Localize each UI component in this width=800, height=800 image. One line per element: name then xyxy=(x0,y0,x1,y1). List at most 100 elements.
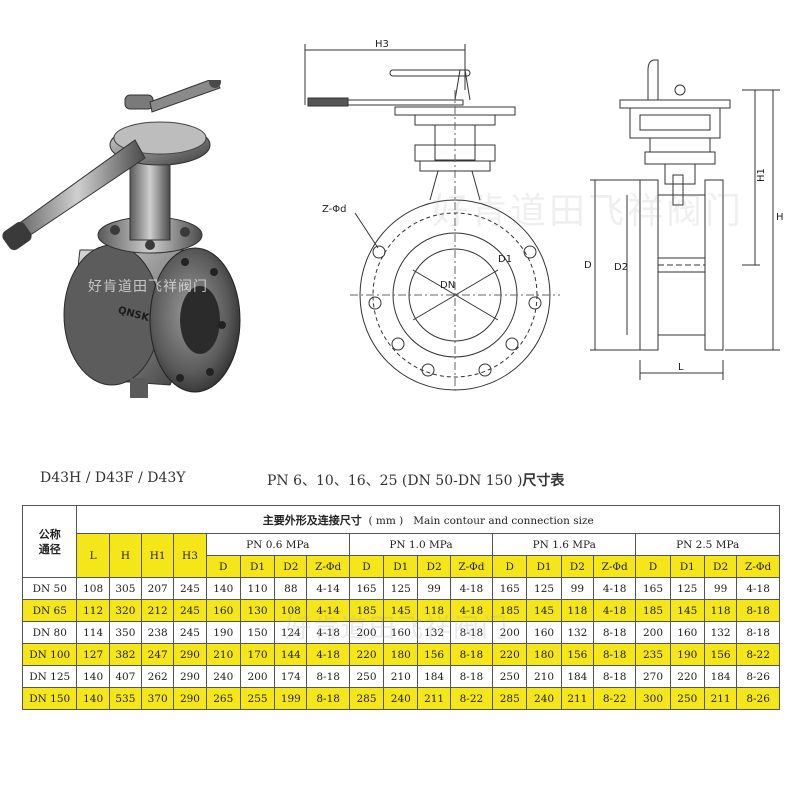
table-cell: 290 xyxy=(173,665,207,688)
valve-photo: QNSK xyxy=(2,80,241,398)
table-cell: 112 xyxy=(76,599,110,622)
table-cell: 200 xyxy=(635,621,671,644)
table-cell: 210 xyxy=(383,665,419,688)
table-cell: 174 xyxy=(274,665,308,688)
sub-header-2-2: D1 xyxy=(383,555,419,578)
table-cell: 320 xyxy=(108,599,143,622)
table-cell: 99 xyxy=(417,577,451,600)
label-h3: H3 xyxy=(375,39,389,50)
table-cell: 270 xyxy=(635,665,671,688)
table-cell: 124 xyxy=(274,621,308,644)
table-cell: 8-18 xyxy=(449,643,494,666)
table-cell: 4-14 xyxy=(306,577,350,600)
table-cell: 165 xyxy=(492,577,528,600)
table-cell: 8-18 xyxy=(736,621,780,644)
row-dn: DN 100 xyxy=(21,643,78,666)
table-cell: 125 xyxy=(526,577,562,600)
sub-header-2-4: Z-Φd xyxy=(449,555,494,578)
table-cell: 262 xyxy=(141,665,175,688)
table-cell: 4-18 xyxy=(449,599,494,622)
sub-header-1-3: D2 xyxy=(274,555,308,578)
table-cell: 170 xyxy=(239,643,276,666)
table-cell: 220 xyxy=(492,643,528,666)
table-cell: 145 xyxy=(383,599,419,622)
table-cell: 99 xyxy=(703,577,738,600)
label-h: H xyxy=(776,212,784,223)
table-cell: 8-18 xyxy=(449,665,494,688)
table-cell: 140 xyxy=(76,665,110,688)
table-cell: 250 xyxy=(348,665,385,688)
table-cell: 200 xyxy=(348,621,385,644)
table-cell: 240 xyxy=(526,687,562,710)
table-cell: 8-18 xyxy=(592,665,637,688)
group-pn10: PN 1.0 MPa xyxy=(348,533,494,556)
table-cell: 207 xyxy=(141,577,175,600)
table-cell: 144 xyxy=(274,643,308,666)
table-cell: 125 xyxy=(383,577,419,600)
label-l: L xyxy=(678,362,684,373)
header-h1: H1 xyxy=(141,533,175,578)
group-pn16: PN 1.6 MPa xyxy=(492,533,637,556)
table-cell: 180 xyxy=(526,643,562,666)
technical-drawing: H3 DN D1 Z-Φd D D2 xyxy=(304,39,784,391)
table-cell: 156 xyxy=(560,643,594,666)
table-cell: 140 xyxy=(76,687,110,710)
table-cell: 255 xyxy=(239,687,276,710)
table-cell: 118 xyxy=(703,599,738,622)
label-d1: D1 xyxy=(498,254,512,265)
table-cell: 238 xyxy=(141,621,175,644)
label-d: D xyxy=(584,260,592,271)
table-cell: 160 xyxy=(383,621,419,644)
table-cell: 235 xyxy=(635,643,671,666)
row-dn: DN 50 xyxy=(21,577,78,600)
table-cell: 8-18 xyxy=(592,643,637,666)
label-z-phi-d: Z-Φd xyxy=(322,204,347,215)
nominal-diameter-header: 公称通径 xyxy=(21,505,78,578)
table-cell: 118 xyxy=(417,599,451,622)
sub-header-3-3: D2 xyxy=(560,555,594,578)
table-cell: 185 xyxy=(348,599,385,622)
table-cell: 132 xyxy=(560,621,594,644)
table-cell: 535 xyxy=(108,687,143,710)
table-cell: 285 xyxy=(348,687,385,710)
label-h1: H1 xyxy=(756,168,767,182)
table-cell: 212 xyxy=(141,599,175,622)
table-cell: 180 xyxy=(383,643,419,666)
row-dn: DN 80 xyxy=(21,621,78,644)
table-cell: 99 xyxy=(560,577,594,600)
table-cell: 240 xyxy=(205,665,241,688)
main-header: 主要外形及连接尺寸 ( mm ) Main contour and connec… xyxy=(76,505,780,534)
table-cell: 150 xyxy=(239,621,276,644)
table-cell: 290 xyxy=(173,687,207,710)
header-h: H xyxy=(108,533,143,578)
table-cell: 8-18 xyxy=(449,621,494,644)
table-cell: 145 xyxy=(526,599,562,622)
sub-header-1-4: Z-Φd xyxy=(306,555,350,578)
table-cell: 184 xyxy=(560,665,594,688)
table-cell: 370 xyxy=(141,687,175,710)
table-cell: 8-18 xyxy=(306,665,350,688)
table-cell: 240 xyxy=(383,687,419,710)
table-cell: 285 xyxy=(492,687,528,710)
table-cell: 185 xyxy=(635,599,671,622)
table-cell: 211 xyxy=(560,687,594,710)
table-title: D43H / D43F / D43Y PN 6、10、16、25 (DN 50-… xyxy=(40,470,780,494)
table-cell: 4-18 xyxy=(592,577,637,600)
label-dn: DN xyxy=(440,280,455,291)
table-cell: 245 xyxy=(173,621,207,644)
table-cell: 8-22 xyxy=(736,643,780,666)
dimension-table: 公称通径 主要外形及连接尺寸 ( mm ) Main contour and c… xyxy=(21,505,780,710)
table-cell: 220 xyxy=(669,665,705,688)
table-cell: 108 xyxy=(76,577,110,600)
table-cell: 160 xyxy=(669,621,705,644)
group-pn25: PN 2.5 MPa xyxy=(635,533,780,556)
table-cell: 114 xyxy=(76,621,110,644)
table-cell: 265 xyxy=(205,687,241,710)
table-cell: 250 xyxy=(669,687,705,710)
sub-header-2-1: D xyxy=(348,555,385,578)
table-cell: 211 xyxy=(417,687,451,710)
